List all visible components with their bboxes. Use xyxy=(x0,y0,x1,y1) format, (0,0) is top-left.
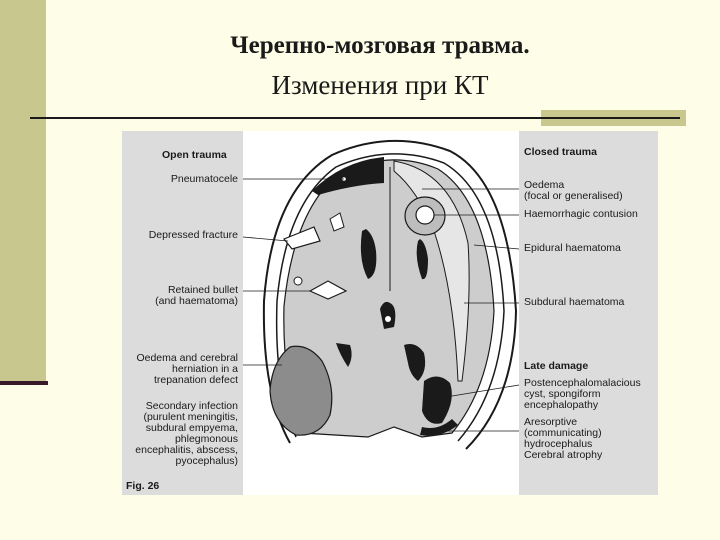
accent-sidebar-rule xyxy=(0,381,48,385)
label-epidural-haematoma: Epidural haematoma xyxy=(524,243,621,254)
label-depressed-fracture: Depressed fracture xyxy=(126,230,238,241)
label-closed-trauma: Closed trauma xyxy=(524,147,597,158)
third-ventricle-marker xyxy=(385,316,391,322)
label-postencephalomalacious: Postencephalomalacious cyst, spongiform … xyxy=(524,378,641,411)
slide-title: Черепно-мозговая травма. xyxy=(60,32,700,60)
label-aresorptive-hydrocephalus: Aresorptive (communicating) hydrocephalu… xyxy=(524,417,602,461)
title-divider xyxy=(30,117,680,119)
label-oedema: Oedema (focal or generalised) xyxy=(524,180,623,202)
label-oedema-herniation: Oedema and cerebral herniation in a trep… xyxy=(124,353,238,386)
label-retained-bullet: Retained bullet (and haematoma) xyxy=(126,285,238,307)
label-late-damage: Late damage xyxy=(524,361,588,372)
slide-subtitle: Изменения при КТ xyxy=(60,70,700,101)
label-open-trauma: Open trauma xyxy=(162,150,227,161)
haemorrhagic-contusion xyxy=(416,206,434,224)
label-subdural-haematoma: Subdural haematoma xyxy=(524,297,624,308)
label-pneumatocele: Pneumatocele xyxy=(126,174,238,185)
leader-depressed-fracture xyxy=(243,237,288,241)
figure-caption: Fig. 26 xyxy=(126,481,159,492)
accent-sidebar xyxy=(0,0,46,383)
ct-diagram-figure: Open trauma Pneumatocele Depressed fract… xyxy=(122,131,658,495)
bullet-haematoma xyxy=(294,277,302,285)
label-haemorrhagic-contusion: Haemorrhagic contusion xyxy=(524,209,638,220)
label-secondary-infection: Secondary infection (purulent meningitis… xyxy=(122,401,238,467)
